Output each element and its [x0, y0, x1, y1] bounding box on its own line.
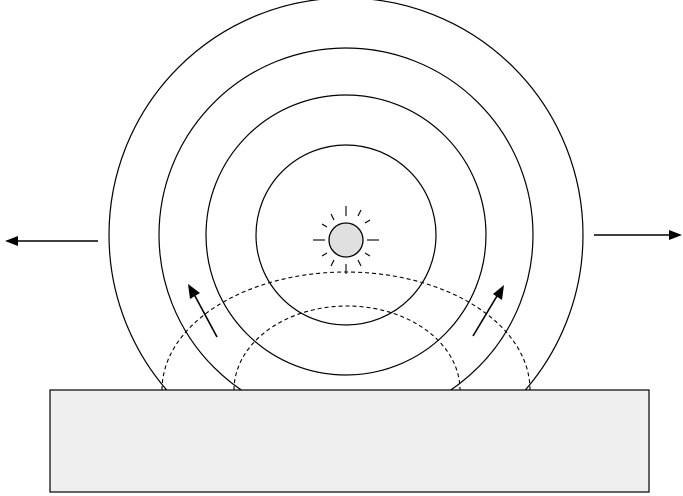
light-source — [329, 223, 363, 257]
up-arrow-right — [473, 285, 504, 336]
sun-icon — [313, 206, 379, 274]
right-arrow — [594, 230, 682, 240]
up-arrow-left — [188, 284, 217, 337]
reflecting-surface — [50, 390, 649, 492]
left-arrow — [5, 236, 98, 246]
reflected-wave-inner — [234, 306, 460, 390]
